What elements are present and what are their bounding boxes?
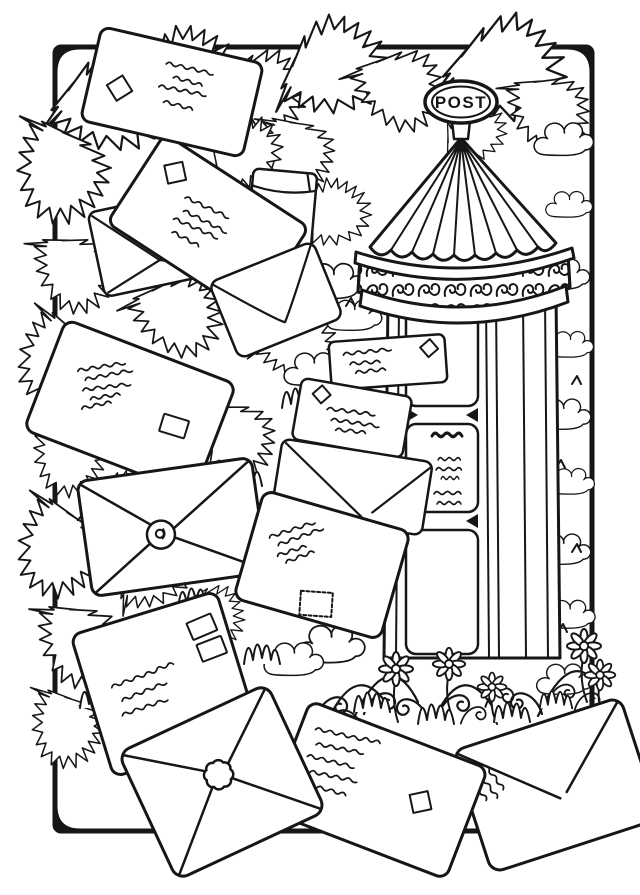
daisy (583, 658, 617, 692)
post-sign: POST (423, 79, 499, 125)
lower-band (358, 284, 570, 325)
letter-top-left (80, 26, 264, 158)
grass-and-flowers (314, 628, 617, 730)
envelope-diamond (210, 242, 342, 358)
daisy (378, 651, 414, 687)
daisy (431, 646, 467, 682)
wax-sealed-envelope (120, 686, 324, 878)
letters-pile (25, 26, 640, 878)
frieze-swirls (358, 254, 570, 310)
roof-cone (368, 136, 558, 262)
letter-center-stamped (234, 491, 410, 639)
post-sign-text: POST (435, 93, 487, 112)
roof-ribs (390, 139, 539, 256)
letter-left-large (25, 320, 235, 494)
stamp (298, 589, 334, 618)
daisy (566, 628, 602, 664)
daisy (476, 671, 508, 703)
roof-brim (353, 246, 576, 281)
letter-by-postbox (327, 333, 449, 391)
body-panel-bottom (404, 528, 480, 656)
seal (145, 519, 177, 550)
